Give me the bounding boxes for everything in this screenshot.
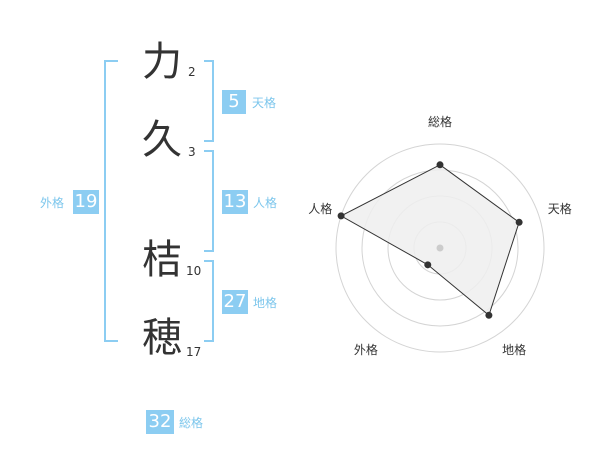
radar-point-3 xyxy=(485,311,493,319)
radar-center-dot xyxy=(436,244,444,252)
tenkaku-value: 5 xyxy=(222,90,246,114)
gaikaku-bracket xyxy=(104,60,118,342)
jinkaku-label: 人格 xyxy=(253,196,278,210)
chikaku-bracket xyxy=(204,260,214,342)
radar-point-2 xyxy=(515,218,523,226)
radar-axis-label-4: 外格 xyxy=(354,342,378,357)
stroke-count-1: 2 xyxy=(188,65,196,79)
soukaku-value: 32 xyxy=(146,410,174,434)
radar-axis-label-2: 天格 xyxy=(548,201,572,216)
radar-point-4 xyxy=(424,261,432,269)
name-char-3: 桔 xyxy=(142,237,182,283)
stroke-count-2: 3 xyxy=(188,145,196,159)
tenkaku-bracket xyxy=(204,60,214,142)
name-char-2: 久 xyxy=(142,117,182,163)
gaikaku-value: 19 xyxy=(73,190,99,214)
soukaku-label: 総格 xyxy=(179,416,204,430)
radar-point-1 xyxy=(436,161,444,169)
stroke-count-4: 17 xyxy=(186,345,202,359)
name-char-1: 力 xyxy=(142,39,182,85)
stroke-count-3: 10 xyxy=(186,264,202,278)
name-char-4: 穂 xyxy=(142,315,182,361)
chikaku-label: 地格 xyxy=(253,296,278,310)
chikaku-value: 27 xyxy=(222,290,248,314)
jinkaku-bracket xyxy=(204,150,214,252)
radar-axis-label-5: 人格 xyxy=(308,201,332,216)
jinkaku-value: 13 xyxy=(222,190,248,214)
radar-axis-label-3: 地格 xyxy=(502,342,526,357)
radar-point-5 xyxy=(337,212,345,220)
gaikaku-label: 外格 xyxy=(40,196,65,210)
tenkaku-label: 天格 xyxy=(252,96,277,110)
radar-area xyxy=(340,164,520,317)
radar-axis-label-1: 総格 xyxy=(428,114,452,129)
